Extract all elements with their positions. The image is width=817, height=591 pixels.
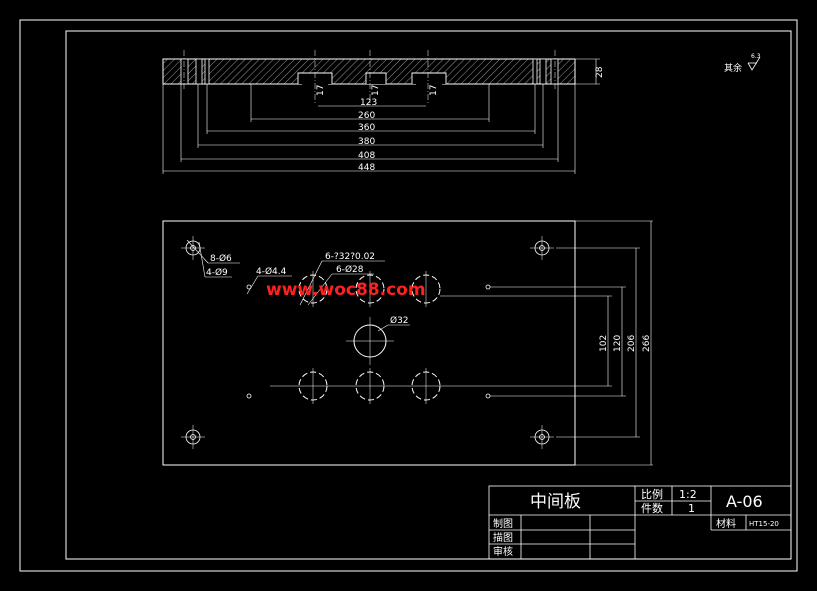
qty-value: 1	[688, 502, 695, 515]
row-traced: 描图	[493, 531, 513, 544]
pocket-depth-3: 17	[429, 85, 439, 96]
part-name: 中间板	[530, 492, 581, 512]
scale-label: 比例	[641, 487, 663, 501]
drawing-number: A-06	[726, 492, 763, 511]
dim-408: 408	[358, 151, 375, 161]
vdim-206: 206	[627, 335, 637, 352]
watermark: www.woc88.com	[266, 280, 426, 300]
scale-value: 1:2	[679, 488, 697, 501]
plan-view: 102 120 206 266 8-Ø6 4-Ø9 4-Ø4.4 6-?32?0…	[162, 220, 653, 466]
material-label: 材料	[716, 517, 736, 530]
dim-360: 360	[358, 123, 375, 133]
callout-4-d44: 4-Ø4.4	[256, 266, 287, 277]
dim-448: 448	[358, 163, 375, 173]
dim-260: 260	[358, 111, 375, 121]
callout-8-d6: 8-Ø6	[210, 253, 232, 264]
vdim-120: 120	[613, 335, 623, 352]
dim-123: 123	[360, 98, 377, 108]
callout-6-d28: 6-Ø28	[336, 264, 364, 275]
pocket-depth-1: 17	[316, 85, 326, 96]
callout-4-d9: 4-Ø9	[206, 267, 228, 278]
title-block	[488, 485, 792, 560]
callout-6-d32-tol: 6-?32?0.02	[325, 252, 375, 262]
vdim-102: 102	[599, 335, 609, 352]
roughness-label: 其余	[724, 62, 742, 74]
roughness-value: 6.3	[751, 53, 761, 60]
inner-frame	[65, 30, 792, 560]
row-checked: 审核	[493, 545, 513, 558]
thickness-dim: 28	[595, 66, 605, 78]
dim-380: 380	[358, 137, 375, 147]
vdim-266: 266	[642, 335, 652, 352]
plate-outline	[162, 220, 576, 466]
qty-label: 件数	[641, 502, 663, 515]
callout-center-d32: Ø32	[390, 315, 409, 326]
roughness-symbol: 其余 6.3	[724, 53, 761, 74]
material-value: HT15-20	[749, 520, 779, 528]
pocket-depth-2: 17	[371, 85, 381, 96]
outer-frame	[19, 19, 798, 572]
row-drawn: 制图	[493, 517, 513, 530]
section-view: 17 17 17 28 123 260 360 380 408 448	[162, 50, 605, 174]
